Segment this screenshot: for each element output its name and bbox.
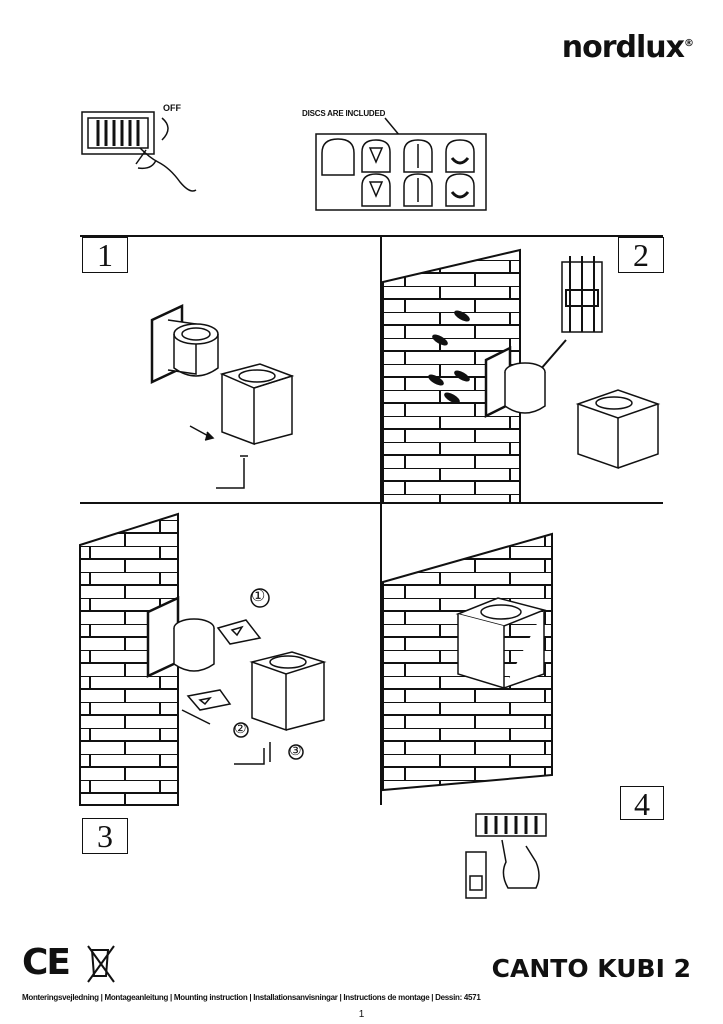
page-number: 1 — [358, 1009, 365, 1020]
discs-label: DISCS ARE INCLUDED — [302, 109, 386, 118]
step-3-illustration — [79, 512, 327, 806]
brand-logo: nordlux® — [561, 30, 694, 65]
step-number-3: 3 — [82, 818, 128, 854]
callout-2: ② — [234, 720, 247, 736]
panel-grid — [80, 235, 663, 805]
step-4-illustration — [382, 532, 553, 899]
instructions-line: Monteringsvejledning | Montageanleitung … — [22, 993, 481, 1002]
discs-illustration — [315, 117, 487, 211]
product-name: CANTO KUBI 2 — [491, 954, 691, 983]
weee-bin-icon — [87, 945, 115, 983]
step-number-4: 4 — [620, 786, 664, 821]
step-number-2: 2 — [618, 237, 664, 273]
step-1-illustration — [150, 304, 295, 489]
callout-3: ③ — [289, 742, 302, 758]
off-label: OFF — [163, 103, 181, 113]
ce-mark: CE — [22, 942, 71, 983]
step-2-illustration — [382, 248, 661, 504]
fuse-box-off-illustration — [81, 111, 197, 192]
callout-1: ① — [251, 588, 266, 605]
step-number-1: 1 — [82, 237, 128, 273]
